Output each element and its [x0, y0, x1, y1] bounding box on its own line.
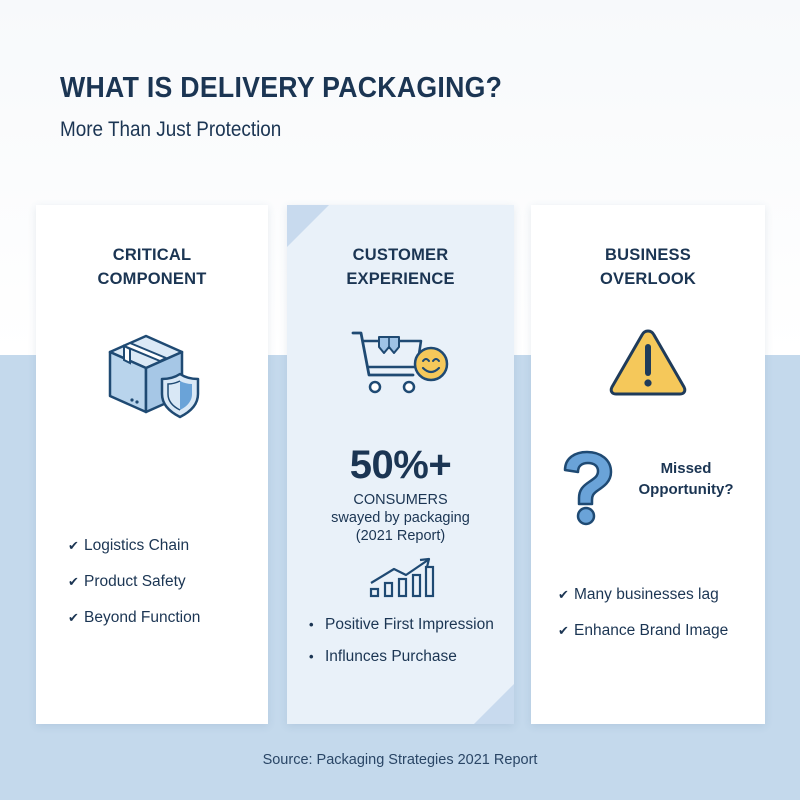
list-item: ✔ Logistics Chain — [68, 528, 200, 564]
heading-line: CUSTOMER — [352, 246, 449, 264]
list-item-text: Positive First Impression — [325, 616, 494, 633]
callout-line: Opportunity? — [638, 481, 734, 498]
heading-line: OVERLOOK — [599, 270, 697, 288]
stat-line: (2021 Report) — [355, 528, 446, 544]
page-subtitle: More Than Just Protection — [60, 118, 282, 141]
corner-accent — [287, 205, 329, 247]
callout-line: Missed — [660, 460, 712, 477]
page-title: WHAT IS DELIVERY PACKAGING? — [60, 72, 503, 104]
stat-line: CONSUMERS — [353, 492, 448, 508]
list-item-text: Many businesses lag — [574, 586, 719, 603]
list-item: ✔ Product Safety — [68, 564, 200, 600]
list-item: ✔ Enhance Brand Image — [558, 613, 728, 649]
panel-heading: CUSTOMER EXPERIENCE — [287, 243, 514, 291]
bullet-dot-icon: • — [309, 617, 314, 632]
check-icon: ✔ — [68, 610, 79, 625]
list-item-text: Influnces Purchase — [325, 648, 457, 665]
list-item: • Influnces Purchase — [309, 641, 494, 673]
list-item: ✔ Many businesses lag — [558, 577, 728, 613]
heading-line: BUSINESS — [605, 246, 691, 264]
panel-critical-component: CRITICAL COMPONENT ✔ Logistics Chain ✔ Pro… — [36, 205, 268, 724]
check-icon: ✔ — [68, 574, 79, 589]
check-icon: ✔ — [558, 623, 569, 638]
list-item-text: Product Safety — [84, 573, 186, 590]
check-icon: ✔ — [558, 587, 569, 602]
shopping-cart-smiley-icon — [351, 327, 453, 404]
panel-heading: BUSINESS OVERLOOK — [531, 243, 765, 291]
list-item-text: Enhance Brand Image — [574, 622, 729, 639]
heading-line: EXPERIENCE — [346, 270, 455, 288]
warning-triangle-icon — [608, 327, 688, 402]
list-item: • Positive First Impression — [309, 609, 494, 641]
stat-value: 50%+ — [349, 443, 452, 487]
bullet-list: ✔ Many businesses lag ✔ Enhance Brand Imag… — [558, 577, 728, 649]
stat-description: CONSUMERS swayed by packaging (2021 Repo… — [287, 491, 514, 545]
stat-line: swayed by packaging — [331, 510, 470, 526]
heading-line: COMPONENT — [97, 270, 207, 288]
panel-business-overlook: BUSINESS OVERLOOK Missed Opportunity? ✔ M… — [531, 205, 765, 724]
question-mark-icon — [559, 450, 615, 533]
list-item: ✔ Beyond Function — [68, 600, 200, 636]
bullet-dot-icon: • — [309, 649, 314, 664]
heading-line: CRITICAL — [112, 246, 192, 264]
panel-customer-experience: CUSTOMER EXPERIENCE 50%+ CONSUMERS swaye… — [287, 205, 514, 724]
bullet-list: ✔ Logistics Chain ✔ Product Safety ✔ Beyond… — [68, 528, 200, 636]
list-item-text: Logistics Chain — [84, 537, 190, 554]
corner-accent — [474, 684, 514, 724]
check-icon: ✔ — [68, 538, 79, 553]
source-citation: Source: Packaging Strategies 2021 Report — [262, 752, 538, 768]
panel-heading: CRITICAL COMPONENT — [36, 243, 268, 291]
missed-opportunity-callout: Missed Opportunity? — [631, 458, 741, 500]
list-item-text: Beyond Function — [84, 609, 201, 626]
bullet-list: • Positive First Impression • Influnces Pu… — [309, 609, 494, 673]
growth-bar-chart-icon — [368, 557, 436, 604]
package-shield-icon — [102, 330, 202, 430]
